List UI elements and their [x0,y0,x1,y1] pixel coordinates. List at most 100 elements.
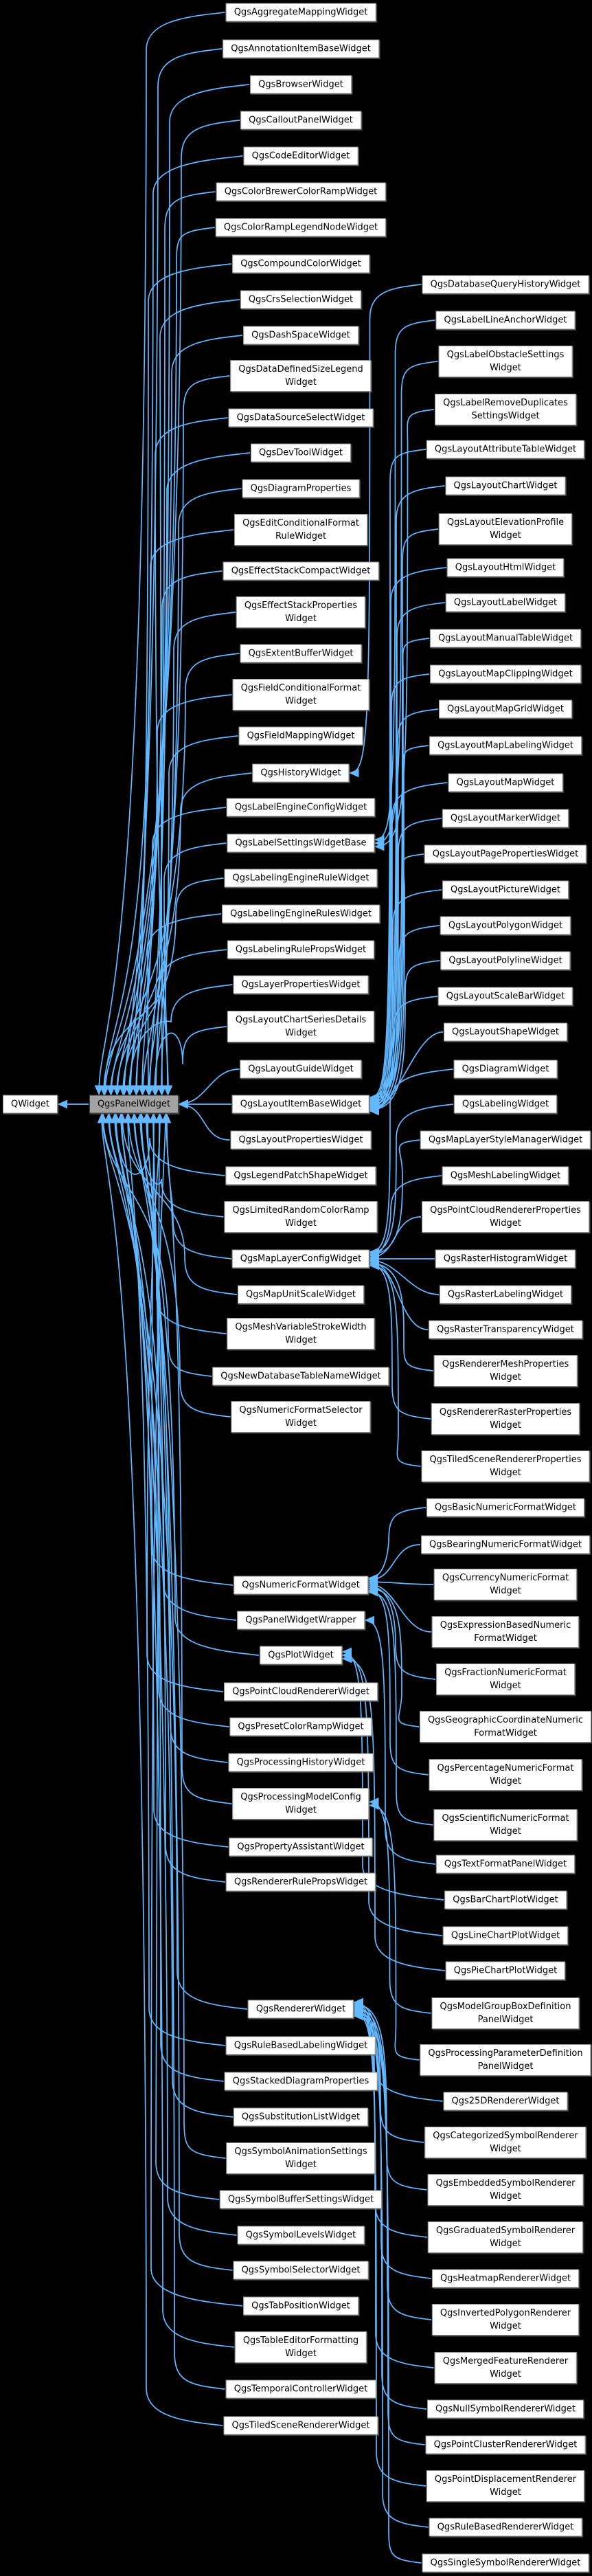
class-node[interactable]: QgsLayoutChartWidget [445,476,566,495]
class-node[interactable]: QgsLayoutMapLabelingWidget [429,736,582,755]
class-node[interactable]: QgsTextFormatPanelWidget [435,1855,576,1874]
class-node[interactable]: QgsDataSourceSelectWidget [228,408,374,427]
class-node[interactable]: QgsBarChartPlotWidget [444,1890,567,1909]
class-node[interactable]: Qgs25DRendererWidget [443,2092,568,2111]
class-node[interactable]: QgsLayoutAttributeTableWidget [426,440,585,459]
class-node[interactable]: QgsColorBrewerColorRampWidget [216,182,386,201]
class-node[interactable]: QgsSingleSymbolRendererWidget [422,2553,589,2573]
class-node[interactable]: QgsEffectStackCompactWidget [223,561,379,581]
class-node[interactable]: QgsLayoutHtmlWidget [446,558,565,577]
class-node[interactable]: QgsLayoutPagePropertiesWidget [424,844,587,864]
class-node[interactable]: QgsMapUnitScaleWidget [238,1285,364,1304]
class-node[interactable]: QgsLabelingEngineRuleWidget [224,869,378,888]
class-node[interactable]: QgsColorRampLegendNodeWidget [215,218,387,237]
class-node[interactable]: QgsDatabaseQueryHistoryWidget [422,275,589,294]
class-node[interactable]: QWidget [2,1095,58,1114]
class-node[interactable]: QgsRasterTransparencyWidget [429,1320,582,1339]
class-node[interactable]: QgsAggregateMappingWidget [225,3,376,22]
class-node[interactable]: QgsMapLayerConfigWidget [231,1249,370,1268]
class-node[interactable]: QgsLayoutPictureWidget [442,880,569,899]
class-node[interactable]: QgsRendererRulePropsWidget [225,1872,376,1892]
class-node[interactable]: QgsLayoutManualTableWidget [429,629,582,648]
class-node[interactable]: QgsLayoutGuideWidget [240,1060,362,1079]
class-node[interactable]: QgsRasterLabelingWidget [439,1285,572,1304]
class-node[interactable]: QgsLayoutMapGridWidget [439,699,572,719]
class-node[interactable]: QgsRasterHistogramWidget [435,1249,576,1268]
class-node[interactable]: QgsLegendPatchShapeWidget [225,1166,376,1185]
class-node[interactable]: QgsHistoryWidget [252,763,350,783]
class-node[interactable]: QgsBasicNumericFormatWidget [426,1498,584,1517]
class-node[interactable]: QgsBrowserWidget [250,75,352,94]
class-node[interactable]: QgsLabelLineAnchorWidget [435,311,576,330]
class-node[interactable]: QgsDevToolWidget [251,443,351,462]
class-node[interactable]: QgsStackedDiagramProperties [224,2072,378,2091]
class-node[interactable]: QgsLayoutScaleBarWidget [437,987,573,1006]
class-node[interactable]: QgsTabPositionWidget [243,2296,358,2316]
class-node[interactable]: QgsCalloutPanelWidget [240,111,361,130]
class-node[interactable]: QgsLineChartPlotWidget [442,1926,569,1945]
class-node[interactable]: QgsPointCloudRendererWidget [224,1682,378,1701]
class-node[interactable]: QgsLabelingRulePropsWidget [227,940,375,959]
class-node[interactable]: QgsLayoutPropertiesWidget [230,1130,372,1150]
class-node[interactable]: QgsLabelSettingsWidgetBase [227,833,375,853]
class-node[interactable]: QgsLabelEngineConfigWidget [226,798,376,817]
class-node[interactable]: QgsLayoutShapeWidget [444,1022,567,1042]
class-node[interactable]: QgsLayoutPolylineWidget [440,951,571,970]
class-node[interactable]: QgsNumericFormatWidget [234,1576,368,1595]
class-node[interactable]: QgsProcessingHistoryWidget [228,1753,374,1772]
class-node[interactable]: QgsRuleBasedRendererWidget [429,2518,582,2537]
class-node[interactable]: QgsTiledSceneRendererWidget [223,2416,378,2435]
class-node[interactable]: QgsLayoutMarkerWidget [442,809,569,828]
class-node[interactable]: QgsAnnotationItemBaseWidget [223,39,379,58]
class-node[interactable]: QgsTemporalControllerWidget [225,2379,376,2399]
class-node[interactable]: QgsFieldMappingWidget [238,726,363,746]
class-node[interactable]: QgsPresetColorRampWidget [229,1717,372,1736]
class-node[interactable]: QgsLayoutPolygonWidget [440,916,571,935]
class-node[interactable]: QgsPropertyAssistantWidget [229,1837,373,1857]
class-node[interactable]: QgsRendererWidget [247,2000,354,2019]
class-node[interactable]: QgsLayerPropertiesWidget [233,975,369,994]
class-node[interactable]: QgsLayoutMapClippingWidget [430,664,581,684]
class-node[interactable]: QgsNewDatabaseTableNameWidget [212,1367,389,1386]
class-node[interactable]: QgsLayoutLabelWidget [445,593,566,612]
class-node[interactable]: QgsDiagramWidget [453,1060,558,1079]
class-node[interactable]: QgsLayoutItemBaseWidget [231,1095,370,1114]
class-node[interactable]: QgsSymbolLevelsWidget [237,2226,365,2245]
class-node[interactable]: QgsHeatmapRendererWidget [431,2269,580,2288]
class-node[interactable]: QgsMeshLabelingWidget [442,1166,569,1185]
class-node[interactable]: QgsDashSpaceWidget [243,326,358,345]
class-node[interactable]: QgsPlotWidget [260,1646,342,1665]
class-node[interactable]: QgsLabelingWidget [453,1095,558,1114]
class-node[interactable]: QgsSymbolBufferSettingsWidget [219,2190,383,2209]
class-node[interactable]: QgsCompoundColorWidget [232,254,369,273]
